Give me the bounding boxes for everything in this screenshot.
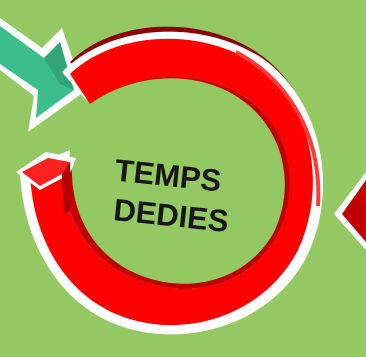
cycle-diagram: TEMPS DEDIES: [0, 0, 366, 357]
diagram-canvas: TEMPS DEDIES: [0, 0, 366, 357]
